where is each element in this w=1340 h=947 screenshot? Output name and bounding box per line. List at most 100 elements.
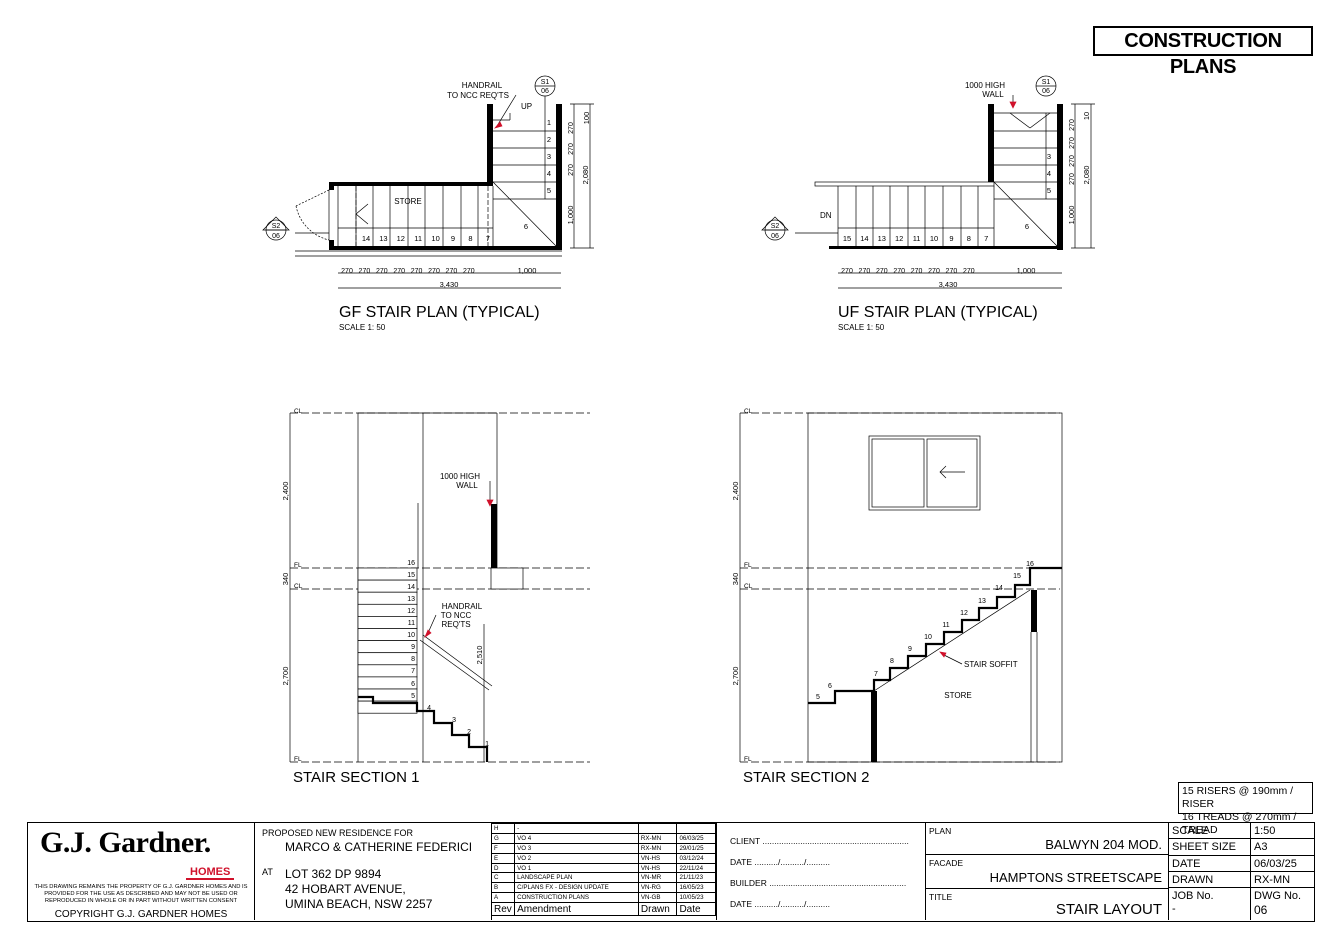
signature-panel: CLIENT .................................… — [716, 823, 926, 920]
gf-dim-side-b: 1,000 — [566, 206, 575, 225]
gf-step-number: 12 — [397, 234, 405, 243]
uf-dim-total: 3,430 — [939, 280, 958, 289]
builder-date-line: DATE ........../........../.......... — [730, 899, 830, 909]
scale-label: SCALE — [1172, 825, 1209, 837]
gf-tread-dim: 270 — [411, 268, 423, 275]
gf-ncc-label: TO NCC REQ'TS — [447, 91, 509, 100]
sec1-cl-mid: CL — [294, 583, 303, 590]
homes-logo: HOMES — [186, 866, 235, 880]
sec1-cl-top: CL — [294, 408, 303, 415]
gf-tread-dim: 270 — [359, 268, 371, 275]
revision-drawn: VN-GB — [637, 892, 678, 904]
sec1-step-number: 8 — [411, 656, 415, 663]
revision-amendment: VO 1 — [514, 862, 639, 874]
proposed-label: PROPOSED NEW RESIDENCE FOR — [262, 828, 414, 838]
lot: LOT 362 DP 9894 — [285, 867, 382, 881]
uf-tread-dim: 270 — [928, 268, 940, 275]
revision-date: 03/12/24 — [676, 852, 716, 864]
uf-dim-side: 2,080 — [1082, 166, 1091, 185]
drawn-header: Drawn — [637, 902, 678, 917]
sec1-dim-handrail: 2,510 — [475, 646, 484, 665]
amendment-header: Amendment — [514, 902, 639, 917]
section2-title: STAIR SECTION 2 — [743, 769, 869, 786]
builder-signature-line: BUILDER ................................… — [730, 878, 907, 888]
gf-stair-plan — [262, 75, 594, 289]
uf-s1-label: S1 — [1042, 79, 1051, 86]
sec2-cl-mid: CL — [744, 583, 753, 590]
sec2-fl-lower: FL — [744, 756, 752, 763]
gf-step-number: 14 — [362, 234, 370, 243]
sec1-step-number: 6 — [411, 681, 415, 688]
copyright: COPYRIGHT G.J. GARDNER HOMES — [54, 909, 228, 920]
uf-highwall-label: 1000 HIGH — [965, 81, 1005, 90]
gf-tread-dim: 270 — [393, 268, 405, 275]
revision-amendment: VO 2 — [514, 852, 639, 864]
sec2-cl-top: CL — [744, 408, 753, 415]
revision-date: 06/03/25 — [676, 832, 716, 844]
gf-step-number: 4 — [547, 169, 551, 178]
gf-step-number: 6 — [524, 222, 528, 231]
sec1-ncc-label: TO NCC — [441, 611, 472, 620]
plan-label: PLAN — [929, 826, 952, 836]
disclaimer: THIS DRAWING REMAINS THE PROPERTY OF G.J… — [34, 884, 248, 904]
uf-step-number: 8 — [967, 234, 971, 243]
facade-value: HAMPTONS STREETSCAPE — [989, 870, 1162, 885]
uf-riser-dim: 270 — [1069, 137, 1076, 149]
client-panel: PROPOSED NEW RESIDENCE FOR MARCO & CATHE… — [254, 823, 492, 920]
brand-logo: G.J. Gardner. — [40, 826, 211, 859]
gf-plan-scale: SCALE 1: 50 — [339, 323, 386, 332]
revision-drawn — [637, 823, 678, 834]
sec2-dim-upper: 2,400 — [731, 482, 740, 501]
revision-row: H- — [490, 823, 716, 834]
uf-tread-dim: 270 — [859, 268, 871, 275]
uf-step-number: 12 — [895, 234, 903, 243]
uf-step-number: 3 — [1047, 152, 1051, 161]
uf-tread-dim: 270 — [963, 268, 975, 275]
gf-step-number: 3 — [547, 152, 551, 161]
uf-step-number: 14 — [860, 234, 868, 243]
uf-plan-scale: SCALE 1: 50 — [838, 323, 885, 332]
uf-s1-ref: 06 — [1042, 88, 1050, 95]
sec2-step-number: 8 — [890, 658, 894, 665]
uf-dim-landing: 1,000 — [1017, 266, 1036, 275]
uf-riser-dim: 270 — [1069, 155, 1076, 167]
sec2-step-number: 9 — [908, 646, 912, 653]
sec2-step-number: 6 — [828, 683, 832, 690]
sec1-highwall-label: 1000 HIGH — [440, 472, 480, 481]
uf-tread-dim: 270 — [841, 268, 853, 275]
gf-step-number: 1 — [547, 118, 551, 127]
client-signature-line: CLIENT .................................… — [730, 836, 909, 846]
plan-block: PLAN BALWYN 204 MOD. — [925, 823, 1168, 855]
gf-step-number: 9 — [451, 234, 455, 243]
revision-date: 29/01/25 — [676, 842, 716, 854]
revision-rev: E — [490, 852, 516, 864]
sec2-step-number: 15 — [1013, 573, 1021, 580]
uf-dim-side-b: 1,000 — [1067, 206, 1076, 225]
uf-tread-dim: 270 — [876, 268, 888, 275]
sec2-fl-upper: FL — [744, 562, 752, 569]
dwg-value: 06 — [1254, 903, 1268, 917]
gf-dim-side: 2,080 — [581, 166, 590, 185]
gf-step-number: 11 — [414, 234, 422, 243]
dwg-label: DWG No. — [1254, 890, 1302, 902]
sec1-tread — [357, 688, 418, 702]
job-value: - — [1172, 903, 1176, 915]
street: 42 HOBART AVENUE, — [285, 882, 406, 896]
gf-dim-side-a: 100 — [582, 112, 591, 125]
plan-value: BALWYN 204 MOD. — [1045, 837, 1162, 852]
revision-date: 10/05/23 — [676, 892, 716, 904]
revision-amendment: LANDSCAPE PLAN — [514, 872, 639, 884]
sec1-fl-lower: FL — [294, 756, 302, 763]
revision-rev: H — [490, 823, 516, 834]
uf-tread-dim: 270 — [893, 268, 905, 275]
uf-tread-dim: 270 — [946, 268, 958, 275]
gf-step-number: 7 — [486, 234, 490, 243]
uf-riser-dim: 270 — [1069, 173, 1076, 185]
sec1-step-number: 2 — [467, 729, 471, 736]
scale-value: 1:50 — [1254, 825, 1276, 837]
revision-rev: B — [490, 882, 516, 894]
uf-wall-label: WALL — [982, 90, 1004, 99]
gf-s1-label: S1 — [541, 79, 550, 86]
uf-riser-dim: 270 — [1069, 119, 1076, 131]
